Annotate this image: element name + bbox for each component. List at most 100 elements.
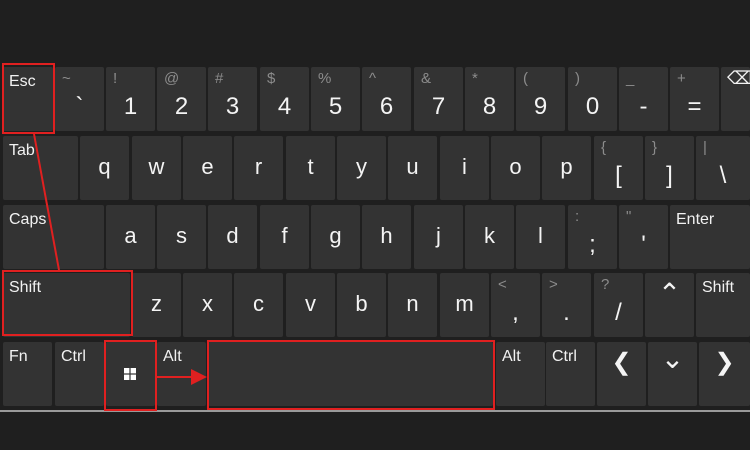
- key-8[interactable]: * 8: [465, 67, 514, 131]
- key-alt-left[interactable]: Alt: [157, 342, 206, 406]
- key-label: w: [148, 154, 165, 179]
- key-ctrl-right[interactable]: Ctrl: [546, 342, 595, 406]
- key-0[interactable]: ) 0: [568, 67, 617, 131]
- key-z[interactable]: z: [132, 273, 181, 337]
- key-b[interactable]: b: [337, 273, 386, 337]
- key-9[interactable]: ( 9: [516, 67, 565, 131]
- key-tab[interactable]: Tab: [3, 136, 78, 200]
- key-shift-label: ~: [62, 70, 71, 87]
- key-arrow-down[interactable]: ⌄: [648, 342, 697, 406]
- key-d[interactable]: d: [208, 205, 257, 269]
- key-y[interactable]: y: [337, 136, 386, 200]
- key-slash[interactable]: ? /: [594, 273, 643, 337]
- key-backspace[interactable]: ⌫: [721, 67, 750, 131]
- key-k[interactable]: k: [465, 205, 514, 269]
- key-v[interactable]: v: [286, 273, 335, 337]
- key-a[interactable]: a: [106, 205, 155, 269]
- key-label: \: [719, 162, 727, 189]
- key-label: c: [253, 291, 264, 316]
- key-3[interactable]: # 3: [208, 67, 257, 131]
- chevron-down-icon: ⌄: [660, 343, 685, 374]
- key-equal[interactable]: + =: [670, 67, 719, 131]
- key-shift-label: }: [652, 139, 658, 156]
- key-1[interactable]: ! 1: [106, 67, 155, 131]
- key-fn[interactable]: Fn: [3, 342, 52, 406]
- key-label: t: [307, 154, 314, 179]
- key-label: g: [329, 223, 342, 248]
- key-shift-label: {: [601, 139, 607, 156]
- key-7[interactable]: & 7: [414, 67, 463, 131]
- key-shift-label: ": [626, 208, 632, 225]
- key-label: `: [75, 93, 84, 120]
- key-label: 2: [174, 93, 189, 120]
- key-e[interactable]: e: [183, 136, 232, 200]
- chevron-right-icon: ❯: [714, 349, 735, 376]
- key-5[interactable]: % 5: [311, 67, 360, 131]
- key-ctrl-left[interactable]: Ctrl: [55, 342, 104, 406]
- key-right-bracket[interactable]: } ]: [645, 136, 694, 200]
- key-enter[interactable]: Enter: [670, 205, 750, 269]
- key-label: x: [202, 291, 213, 316]
- key-label: n: [406, 291, 419, 316]
- key-label: Caps: [9, 211, 47, 228]
- key-quote[interactable]: " ': [619, 205, 668, 269]
- key-r[interactable]: r: [234, 136, 283, 200]
- key-label: ,: [512, 299, 519, 326]
- key-6[interactable]: ^ 6: [362, 67, 411, 131]
- key-2[interactable]: @ 2: [157, 67, 206, 131]
- key-q[interactable]: q: [80, 136, 129, 200]
- key-s[interactable]: s: [157, 205, 206, 269]
- key-shift-right[interactable]: Shift: [696, 273, 750, 337]
- key-esc[interactable]: Esc: [3, 67, 53, 131]
- key-label: Ctrl: [61, 348, 86, 365]
- key-arrow-left[interactable]: ❮: [597, 342, 646, 406]
- key-o[interactable]: o: [491, 136, 540, 200]
- key-f[interactable]: f: [260, 205, 309, 269]
- key-arrow-up[interactable]: ⌃: [645, 273, 694, 337]
- key-shift-label: #: [215, 70, 224, 87]
- key-c[interactable]: c: [234, 273, 283, 337]
- key-label: m: [455, 291, 474, 316]
- key-label: =: [687, 93, 702, 120]
- key-space[interactable]: [208, 342, 493, 406]
- key-j[interactable]: j: [414, 205, 463, 269]
- key-label: y: [356, 154, 367, 179]
- key-period[interactable]: > .: [542, 273, 591, 337]
- key-w[interactable]: w: [132, 136, 181, 200]
- key-caps[interactable]: Caps: [3, 205, 104, 269]
- key-label: r: [254, 154, 263, 179]
- key-arrow-right[interactable]: ❯: [699, 342, 750, 406]
- key-label: i: [462, 154, 467, 179]
- key-n[interactable]: n: [388, 273, 437, 337]
- key-label: ': [641, 231, 646, 258]
- key-label: f: [281, 223, 288, 248]
- key-backslash[interactable]: | \: [696, 136, 750, 200]
- key-t[interactable]: t: [286, 136, 335, 200]
- key-h[interactable]: h: [362, 205, 411, 269]
- key-label: z: [151, 291, 162, 316]
- key-p[interactable]: p: [542, 136, 591, 200]
- key-u[interactable]: u: [388, 136, 437, 200]
- backspace-icon: ⌫: [727, 68, 750, 88]
- key-i[interactable]: i: [440, 136, 489, 200]
- key-backtick[interactable]: ~ `: [55, 67, 104, 131]
- key-label: l: [538, 223, 543, 248]
- key-shift-label: ^: [369, 70, 377, 87]
- key-x[interactable]: x: [183, 273, 232, 337]
- key-label: b: [355, 291, 368, 316]
- key-alt-right[interactable]: Alt: [496, 342, 545, 406]
- key-semicolon[interactable]: : ;: [568, 205, 617, 269]
- key-label: 1: [123, 93, 138, 120]
- key-left-bracket[interactable]: { [: [594, 136, 643, 200]
- key-label: u: [406, 154, 419, 179]
- key-m[interactable]: m: [440, 273, 489, 337]
- key-g[interactable]: g: [311, 205, 360, 269]
- key-minus[interactable]: _ -: [619, 67, 668, 131]
- key-comma[interactable]: < ,: [491, 273, 540, 337]
- key-shift-left[interactable]: Shift: [3, 273, 130, 337]
- key-l[interactable]: l: [516, 205, 565, 269]
- key-label: Alt: [502, 348, 521, 365]
- key-windows[interactable]: [106, 342, 155, 406]
- key-label: ;: [589, 231, 596, 258]
- key-4[interactable]: $ 4: [260, 67, 309, 131]
